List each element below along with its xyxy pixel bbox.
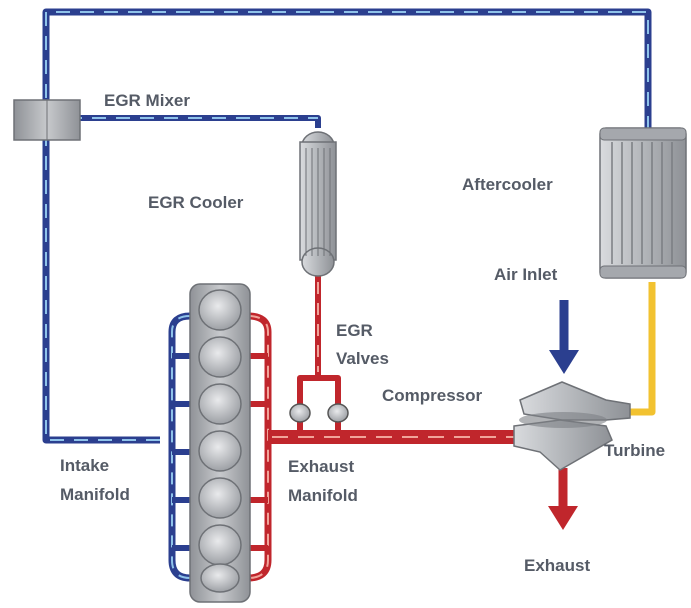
egr-cooler <box>299 131 337 277</box>
egr-valves-label-line1: EGR <box>336 321 373 340</box>
turbine-label: Turbine <box>604 441 665 460</box>
aftercooler-label: Aftercooler <box>462 175 553 194</box>
intake-manifold-label-line1: Intake <box>60 456 109 475</box>
intake-pipe-top-loop-highlight <box>45 11 649 441</box>
egr-mixer <box>13 99 81 141</box>
mixer-to-cooler-pipe <box>68 115 321 128</box>
intake-manifold-label-line2: Manifold <box>60 485 130 504</box>
egr-branch-pipe <box>297 272 321 408</box>
exhaust-main-pipe <box>268 430 518 444</box>
intake-air-pipes <box>42 8 652 582</box>
intake-pipe-top-loop <box>42 8 652 444</box>
aftercooler-feed-pipe <box>630 282 656 416</box>
exhaust-label: Exhaust <box>524 556 590 575</box>
exhaust-arrow-icon <box>548 506 578 530</box>
compressor-label: Compressor <box>382 386 483 405</box>
labels: EGR Mixer EGR Cooler Aftercooler Air Inl… <box>60 91 665 575</box>
aftercooler <box>599 127 687 279</box>
intake-runners <box>172 353 192 551</box>
exhaust-manifold-label-line1: Exhaust <box>288 457 354 476</box>
exhaust-manifold-label-line2: Manifold <box>288 486 358 505</box>
intake-manifold-pipe-highlight <box>171 315 191 579</box>
engine-cylinders <box>198 289 242 593</box>
exhaust-pipes <box>247 272 578 582</box>
egr-branch-pipe-2 <box>318 375 341 408</box>
air-inlet-label: Air Inlet <box>494 265 558 284</box>
egr-valves <box>289 403 349 423</box>
exhaust-runners <box>248 353 268 551</box>
egr-mixer-label: EGR Mixer <box>104 91 190 110</box>
exhaust-manifold-pipe-highlight <box>247 315 269 579</box>
egr-valves-label-line2: Valves <box>336 349 389 368</box>
turbocharger <box>513 381 631 471</box>
engine-block <box>189 283 251 603</box>
air-inlet-arrow-icon <box>549 300 579 374</box>
egr-cooler-label: EGR Cooler <box>148 193 244 212</box>
